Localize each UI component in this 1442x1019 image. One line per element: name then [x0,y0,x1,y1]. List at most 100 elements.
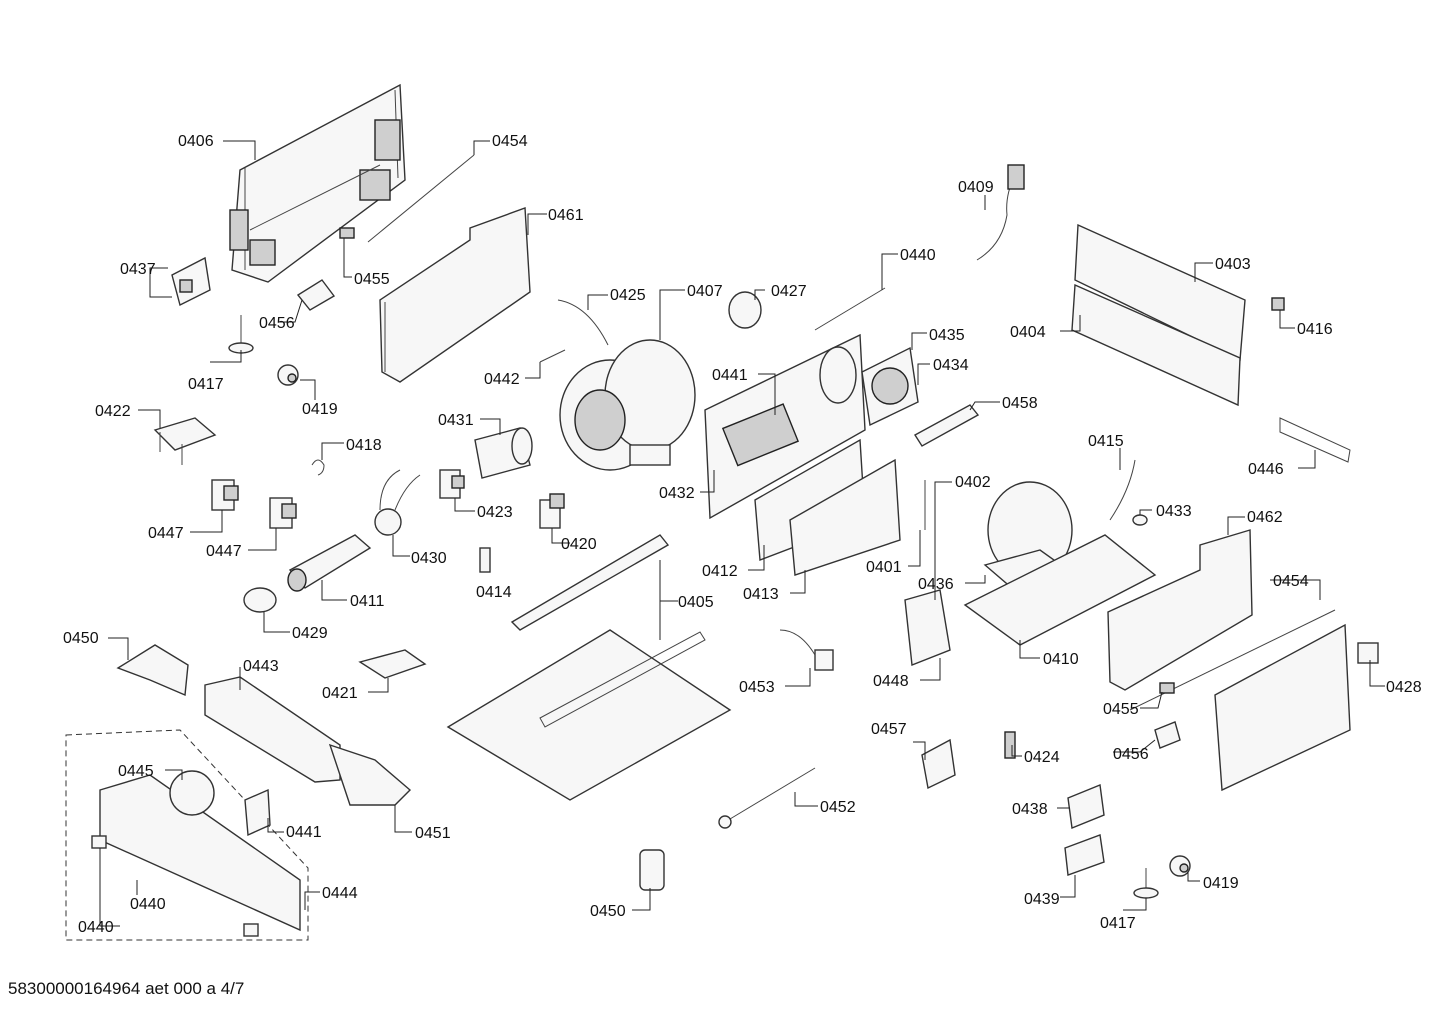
label-0416: 0416 [1297,321,1333,338]
part-0420-valve [539,493,565,529]
label-0462: 0462 [1247,509,1283,526]
part-0429-cap [243,587,277,613]
label-0450: 0450 [590,903,626,920]
part-0417-foot-b [1133,868,1159,899]
label-0456: 0456 [1113,746,1149,763]
part-0442-sensor [539,349,566,363]
label-0432: 0432 [659,485,695,502]
label-0430: 0430 [411,550,447,567]
label-0403: 0403 [1215,256,1251,273]
label-0410: 0410 [1043,651,1079,668]
part-0450-holder [116,644,189,697]
part-0456-clip [296,279,336,311]
label-0402: 0402 [955,474,991,491]
label-0415: 0415 [1088,433,1124,450]
label-0440: 0440 [900,247,936,264]
label-0454: 0454 [1273,573,1309,590]
label-0405: 0405 [678,594,714,611]
label-0417: 0417 [1100,915,1136,932]
label-0427: 0427 [771,283,807,300]
label-0438: 0438 [1012,801,1048,818]
label-0419: 0419 [1203,875,1239,892]
part-0457-holder [921,738,956,790]
label-0446: 0446 [1248,461,1284,478]
part-labels: 0406 0454 0461 0437 0455 0456 0417 0419 … [63,133,1422,936]
label-0413: 0413 [743,586,779,603]
label-0451: 0451 [415,825,451,842]
label-0435: 0435 [929,327,965,344]
label-0455: 0455 [1103,701,1139,718]
label-0454: 0454 [492,133,528,150]
label-0419: 0419 [302,401,338,418]
part-0421-bracket [358,649,427,679]
part-0431-cylinder [474,427,533,479]
label-0429: 0429 [292,625,328,642]
part-0456-clip-b [1154,721,1181,749]
label-0411: 0411 [350,593,385,610]
part-0414-spring [479,547,491,573]
part-0447-valve-a [211,479,239,511]
part-0452-tube [718,767,816,829]
part-0416-nut [1271,297,1285,311]
part-0435-fan [861,346,919,427]
part-0404-back-panel [1071,283,1241,407]
part-0447-valve-b [269,497,297,529]
part-0439-plate [1064,834,1105,876]
part-0425-holder [557,299,609,346]
part-0407-fan-housing [559,339,696,471]
part-0423-valve [439,469,465,499]
label-0422: 0422 [95,403,131,420]
part-0424-clip [1004,731,1016,759]
label-0417: 0417 [188,376,224,393]
part-0455-screw [339,227,355,239]
part-0440-clips [91,835,259,937]
lower-assembly-frame [65,729,309,941]
label-0437: 0437 [120,261,156,278]
part-0418-clip [311,459,325,476]
label-0448: 0448 [873,673,909,690]
part-0422-bracket [153,417,217,465]
label-0455: 0455 [354,271,390,288]
part-0444-front-grille [99,774,301,932]
label-0444: 0444 [322,885,358,902]
label-0440: 0440 [78,919,114,936]
part-0405-shelf-frame [446,534,732,801]
part-0451-duct [328,743,412,806]
part-0409-power-cord [976,164,1025,261]
label-0442: 0442 [484,371,520,388]
label-0418: 0418 [346,437,382,454]
label-0447: 0447 [148,525,184,542]
label-0440: 0440 [130,896,166,913]
label-0407: 0407 [687,283,723,300]
part-0454-rod [367,154,475,243]
label-0420: 0420 [561,536,597,553]
label-0423: 0423 [477,504,513,521]
label-0425: 0425 [610,287,646,304]
label-0445: 0445 [118,763,154,780]
label-0443: 0443 [243,658,279,675]
part-0406-control-frame [229,83,406,283]
part-0455-screw-b [1159,682,1175,694]
label-0421: 0421 [322,685,358,702]
part-0446-bracket [1279,417,1351,463]
label-0409: 0409 [958,179,994,196]
part-0433-grommet [1132,514,1148,526]
label-0404: 0404 [1010,324,1046,341]
part-0445-fan-cover [169,770,215,816]
label-0433: 0433 [1156,503,1192,520]
label-0447: 0447 [206,543,242,560]
leader-lines [99,140,1385,927]
label-0431: 0431 [438,412,474,429]
part-0427-knob [728,291,762,329]
label-0401: 0401 [866,559,902,576]
label-0457: 0457 [871,721,907,738]
part-0411-filter [287,534,372,592]
document-reference: 58300000164964 aet 000 a 4/7 [8,979,245,998]
part-0419-roller-b [1169,855,1191,877]
part-0419-roller [277,364,299,386]
part-0438-plate [1067,784,1105,829]
part-0458-terminal [914,404,980,447]
label-0414: 0414 [476,584,512,601]
part-0430-filter-head [374,469,421,536]
